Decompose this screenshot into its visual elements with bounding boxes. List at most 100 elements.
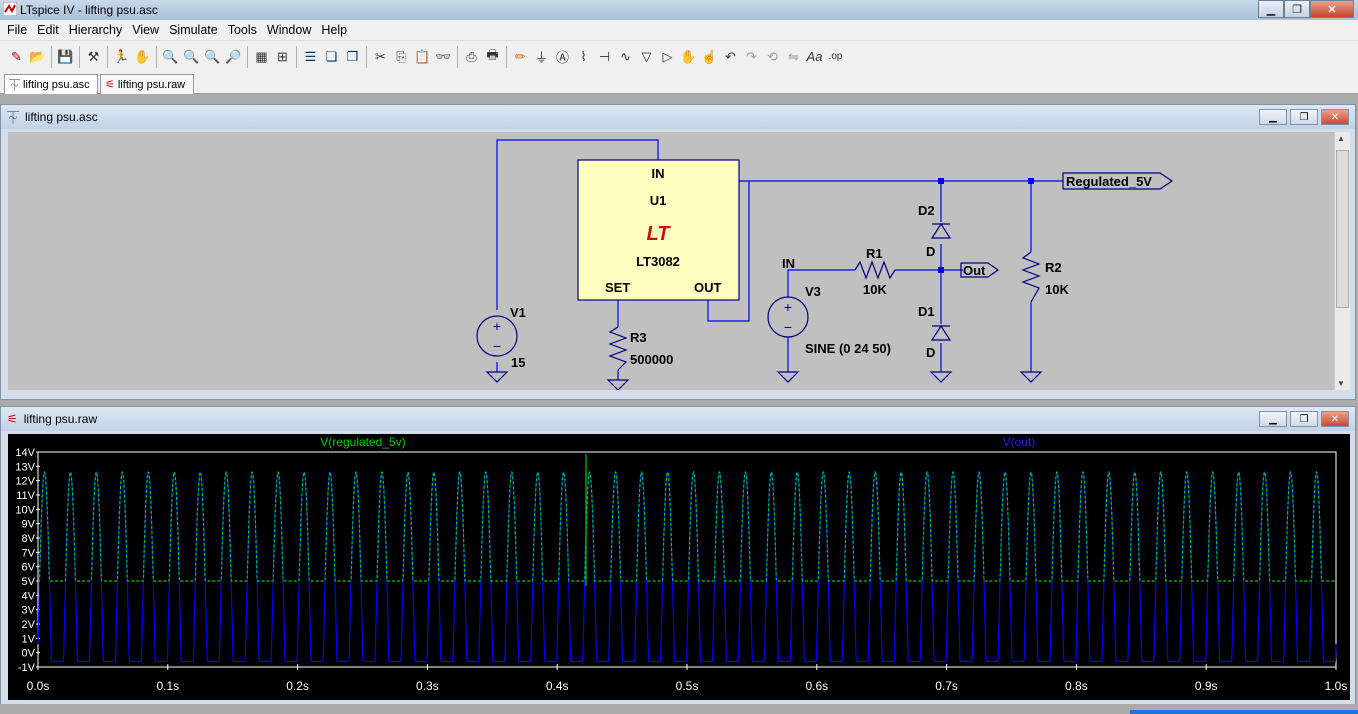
waveform-minimize-button[interactable]: ▁ <box>1259 411 1287 427</box>
x-tick-label: 0.6s <box>805 679 828 693</box>
toolbar-separator <box>366 45 367 68</box>
d2-diode[interactable] <box>930 222 952 239</box>
close-all-icon[interactable]: ❐ <box>346 48 359 64</box>
cut-icon[interactable]: ✂ <box>375 48 386 64</box>
open-icon[interactable]: 📂 <box>29 48 46 64</box>
paste-icon[interactable]: 📋 <box>414 48 431 64</box>
autorange-icon[interactable]: ▦ <box>255 48 268 64</box>
toolbar-separator <box>51 45 52 68</box>
v1-source[interactable]: + − <box>476 315 518 357</box>
waveform-restore-button[interactable]: ❐ <box>1290 411 1318 427</box>
x-tick-label: 1.0s <box>1325 679 1348 693</box>
u1-body[interactable] <box>577 159 740 301</box>
label-net-icon[interactable]: Ⓐ <box>555 50 569 65</box>
regulated-net-flag[interactable] <box>1062 172 1174 190</box>
menu-bar: File Edit Hierarchy View Simulate Tools … <box>0 20 1358 40</box>
new-schematic-icon[interactable]: ✎ <box>11 48 22 64</box>
print-setup-icon[interactable]: ⎙ <box>466 48 477 64</box>
x-tick-label: 0.7s <box>935 679 958 693</box>
cascade-icon[interactable]: ❏ <box>325 48 338 64</box>
r3-resistor[interactable] <box>608 326 628 371</box>
ground-icon <box>776 371 800 383</box>
wire <box>787 269 855 297</box>
trace-v-regulated[interactable] <box>38 470 1336 582</box>
out-net-flag[interactable] <box>960 262 1000 278</box>
document-tabs: ⏇ lifting psu.asc ⚟ lifting psu.raw <box>0 72 1358 94</box>
inductor-icon[interactable]: ∿ <box>620 48 631 64</box>
menu-view[interactable]: View <box>132 23 160 37</box>
minimize-button[interactable]: ▁ <box>1258 0 1284 18</box>
wires <box>496 139 1063 380</box>
schematic-canvas[interactable]: IN U1 LT LT3082 SET OUT + − V1 15 R3 500… <box>8 132 1334 391</box>
redo-icon[interactable]: ↷ <box>746 48 757 64</box>
junctions <box>938 178 1034 273</box>
menu-file[interactable]: File <box>7 23 28 37</box>
menu-simulate[interactable]: Simulate <box>169 23 218 37</box>
undo-icon[interactable]: ↶ <box>725 48 736 64</box>
trace-v-out[interactable] <box>37 470 1337 662</box>
y-tick-label: -1V <box>18 662 36 674</box>
r2-resistor[interactable] <box>1021 251 1041 303</box>
legend-out[interactable]: V(out) <box>1003 435 1036 449</box>
restore-button[interactable]: ❐ <box>1284 0 1310 18</box>
capacitor-icon[interactable]: ⊣ <box>598 48 611 64</box>
control-panel-icon[interactable]: ⚒ <box>87 48 100 64</box>
spice-directive-icon[interactable]: .op <box>828 51 843 62</box>
tab-schematic[interactable]: ⏇ lifting psu.asc <box>4 74 98 94</box>
waveform-close-button[interactable]: ✕ <box>1321 411 1349 427</box>
v1-ref: V1 <box>510 305 526 320</box>
schematic-drawing: IN U1 LT LT3082 SET OUT + − V1 15 R3 500… <box>476 139 1174 391</box>
halt-icon[interactable]: ✋ <box>134 48 151 64</box>
wire-icon[interactable]: ✏ <box>515 48 526 64</box>
menu-edit[interactable]: Edit <box>37 23 59 37</box>
component-icon[interactable]: ▷ <box>662 48 673 64</box>
save-icon[interactable]: 💾 <box>57 48 74 64</box>
ground-icon[interactable]: ⏚ <box>534 50 548 65</box>
y-tick-label: 14V <box>15 447 35 459</box>
menu-hierarchy[interactable]: Hierarchy <box>68 23 123 37</box>
r1-resistor[interactable] <box>854 260 896 280</box>
v3-source[interactable]: + − <box>767 296 809 338</box>
plus-icon: + <box>493 318 501 334</box>
diode-icon[interactable]: ▽ <box>641 48 652 64</box>
find-icon[interactable]: 👓 <box>435 48 452 64</box>
zoom-cancel-icon[interactable]: 🔎 <box>225 48 242 64</box>
menu-help[interactable]: Help <box>321 23 348 37</box>
mirror-icon[interactable]: ⇋ <box>788 48 799 64</box>
tile-horizontal-icon[interactable]: ☰ <box>304 48 317 64</box>
menu-tools[interactable]: Tools <box>227 23 257 37</box>
schematic-vertical-scrollbar[interactable]: ▲ ▼ <box>1334 132 1350 390</box>
run-icon[interactable]: 🏃 <box>113 48 130 64</box>
schematic-close-button[interactable]: ✕ <box>1321 109 1349 125</box>
resistor-icon[interactable]: ⌇ <box>580 48 587 64</box>
menu-window[interactable]: Window <box>266 23 312 37</box>
print-icon[interactable]: 🖶 <box>486 46 499 62</box>
legend-regulated[interactable]: V(regulated_5v) <box>320 435 405 449</box>
ground-icon <box>929 371 953 383</box>
junction-dot <box>938 267 944 273</box>
zoom-in-icon[interactable]: 🔍 <box>162 48 179 64</box>
tab-waveform[interactable]: ⚟ lifting psu.raw <box>100 74 194 94</box>
close-button[interactable]: ✕ <box>1310 0 1354 18</box>
r3-ref: R3 <box>630 330 647 345</box>
schematic-window-titlebar: ⏇ lifting psu.asc ▁ ❐ ✕ <box>1 105 1355 129</box>
text-icon[interactable]: Aa <box>806 49 823 64</box>
waveform-icon: ⚟ <box>7 412 18 426</box>
rotate-icon[interactable]: ⟲ <box>767 48 778 64</box>
schematic-restore-button[interactable]: ❐ <box>1290 109 1318 125</box>
grid-icon[interactable]: ⊞ <box>277 48 288 64</box>
schematic-icon: ⏇ <box>7 110 20 125</box>
move-icon[interactable]: ✋ <box>680 48 697 64</box>
scroll-down-icon[interactable]: ▼ <box>1337 379 1345 388</box>
zoom-out-icon[interactable]: 🔍 <box>183 48 200 64</box>
copy-icon[interactable]: ⎘ <box>396 48 407 64</box>
drag-icon[interactable]: ☝ <box>701 48 718 64</box>
d1-diode[interactable] <box>930 324 952 341</box>
scroll-thumb[interactable] <box>1336 150 1349 308</box>
scroll-up-icon[interactable]: ▲ <box>1337 134 1345 143</box>
schematic-minimize-button[interactable]: ▁ <box>1259 109 1287 125</box>
zoom-fit-icon[interactable]: 🔍 <box>204 48 221 64</box>
